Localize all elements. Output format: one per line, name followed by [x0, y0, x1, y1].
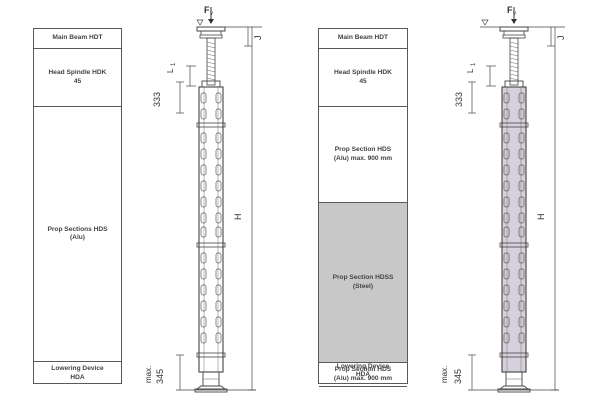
left-load-sub: v	[210, 11, 213, 17]
left-dimension-lines	[176, 19, 262, 391]
left-j-label: J	[253, 36, 263, 41]
right-cell-prop-section-lower: Prop Section HDS (Alu) max. 900 mm	[319, 363, 407, 387]
right-cell-main-beam: Main Beam HDT	[319, 29, 407, 49]
left-l-sub: 1	[171, 62, 177, 66]
right-cell-prop-section-steel: Prop Section HDSS (Steel)	[319, 203, 407, 363]
right-load-sub: v	[513, 11, 516, 17]
left-cell-head-spindle: Head Spindle HDK 45	[34, 49, 121, 107]
left-max-label: max.	[144, 366, 153, 383]
right-lowering-device-label: Lowering Device	[336, 362, 390, 370]
right-cell-head-spindle: Head Spindle HDK 45	[319, 49, 407, 107]
right-prop-tint	[502, 87, 526, 372]
left-spindle-dim: 333	[152, 92, 162, 107]
right-head-spindle-label: Head Spindle HDK	[334, 69, 392, 77]
right-lowering-device-code: HDA	[355, 371, 371, 378]
left-cell-main-beam: Main Beam HDT	[34, 29, 121, 49]
right-dimension-lines	[468, 19, 565, 391]
left-lowering-device-label: Lowering Device	[51, 365, 104, 373]
right-prop-section-lower-spec: (Alu) max. 900 mm	[333, 374, 393, 382]
left-prop-sections-label: Prop Sections HDS	[47, 225, 108, 233]
left-l-label: L	[166, 68, 175, 73]
right-prop-section-steel-label: Prop Section HDSS	[332, 274, 394, 282]
right-load-label: F	[507, 5, 513, 15]
right-l-label: L	[466, 68, 475, 73]
left-lowering-device-code: HDA	[70, 373, 85, 381]
right-cell-lowering-device: Lowering Device HDA	[318, 358, 408, 384]
right-component-table: Main Beam HDT Head Spindle HDK 45 Prop S…	[318, 28, 408, 387]
right-lowering-device-inner: Lowering Device HDA	[319, 358, 407, 384]
right-prop-section-upper-label: Prop Section HDS	[334, 146, 392, 154]
right-cell-prop-section-upper: Prop Section HDS (Alu) max. 900 mm	[319, 107, 407, 203]
right-prop-section-upper-spec: (Alu) max. 900 mm	[333, 154, 393, 162]
left-head-spindle-label: Head Spindle HDK	[48, 69, 107, 77]
left-height-label: H	[233, 214, 243, 221]
right-head-spindle-size: 45	[359, 77, 367, 85]
left-cell-prop-sections: Prop Sections HDS (Alu)	[34, 107, 121, 362]
left-main-beam-label: Main Beam HDT	[52, 34, 103, 42]
right-height-label: H	[536, 214, 546, 221]
right-prop-section-lower-label: Prop Section HDS	[334, 366, 392, 374]
right-spindle-dim: 333	[454, 92, 464, 107]
left-prop-drawing	[194, 6, 228, 393]
right-max-label: max.	[440, 366, 449, 383]
right-j-label: J	[556, 36, 566, 41]
left-bottom-dim: 345	[155, 369, 165, 384]
right-prop-section-steel-material: (Steel)	[352, 282, 374, 290]
right-l-sub: 1	[471, 62, 477, 66]
left-load-label: F	[204, 5, 210, 15]
right-bottom-dim: 345	[453, 369, 463, 384]
left-component-table: Main Beam HDT Head Spindle HDK 45 Prop S…	[33, 28, 122, 384]
right-main-beam-label: Main Beam HDT	[337, 34, 389, 42]
left-head-spindle-size: 45	[73, 77, 82, 85]
left-cell-lowering-device: Lowering Device HDA	[34, 362, 121, 385]
left-prop-sections-material: (Alu)	[69, 234, 85, 241]
